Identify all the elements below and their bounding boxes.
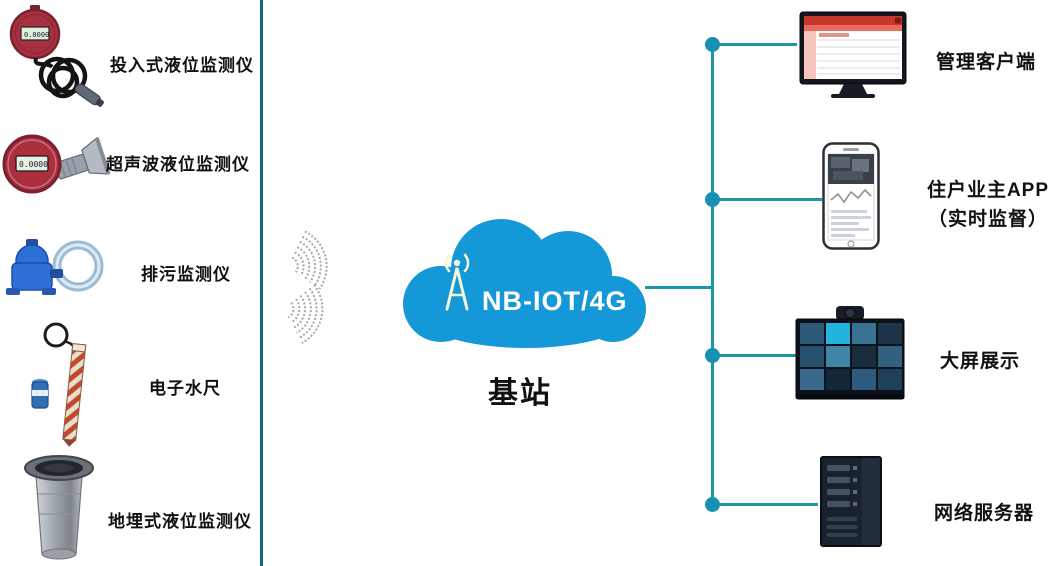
endpoint-label: 住户业主APP （实时监督） (898, 176, 1062, 234)
device-row-ultrasonic: 0.0000 (0, 120, 118, 210)
device-label: 电子水尺 (149, 379, 221, 398)
submersible-level-sensor-icon: 0.0000 (9, 5, 104, 107)
endpoint-label-line1: 住户业主APP (926, 180, 1050, 201)
device-label: 地埋式液位监测仪 (108, 512, 252, 531)
endpoint-resident-app (822, 142, 880, 250)
base-station-caption: 基站 (488, 377, 552, 410)
divider-line (260, 0, 263, 566)
cloud-label: NB-IOT/4G (482, 286, 628, 316)
node-dot (705, 348, 720, 363)
device-row-drain (0, 230, 118, 310)
endpoint-label-line2: （实时监督） (927, 209, 1048, 230)
branch-line (713, 43, 797, 46)
antenna-icon (444, 253, 470, 311)
gauge-display: 0.0000 (24, 31, 49, 39)
trunk-line (711, 45, 714, 505)
gauge-display: 0.0000 (19, 160, 48, 169)
node-dot (705, 37, 720, 52)
device-label: 排污监测仪 (141, 265, 231, 284)
branch-line (713, 354, 796, 357)
device-label: 超声波液位监测仪 (106, 155, 250, 174)
device-row-submersible: 0.0000 (3, 3, 111, 115)
buried-level-sensor-icon (24, 455, 94, 560)
branch-line (713, 198, 822, 201)
cloud-link-line (645, 286, 713, 289)
device-row-water-gauge (26, 320, 122, 448)
resident-app-phone-icon (822, 142, 880, 250)
endpoint-label: 网络服务器 (934, 503, 1035, 524)
signal-waves-icon (266, 210, 377, 307)
drain-monitor-icon (6, 239, 104, 295)
big-screen-display-icon (795, 306, 905, 400)
network-server-icon (820, 456, 882, 547)
node-dot (705, 497, 720, 512)
electronic-water-gauge-icon (31, 322, 87, 447)
node-dot (705, 192, 720, 207)
management-client-monitor-icon (799, 11, 907, 98)
endpoint-management-client (797, 11, 909, 104)
endpoint-label: 大屏展示 (940, 351, 1021, 372)
ultrasonic-level-sensor-icon: 0.0000 (2, 134, 111, 194)
endpoint-label: 管理客户端 (936, 52, 1037, 73)
signal-waves-icon (263, 269, 372, 363)
device-row-buried (20, 452, 100, 562)
base-station-cloud: NB-IOT/4G (383, 212, 663, 362)
endpoint-big-screen (795, 306, 907, 404)
endpoint-network-server (818, 455, 886, 549)
device-label: 投入式液位监测仪 (110, 56, 254, 75)
branch-line (713, 503, 818, 506)
